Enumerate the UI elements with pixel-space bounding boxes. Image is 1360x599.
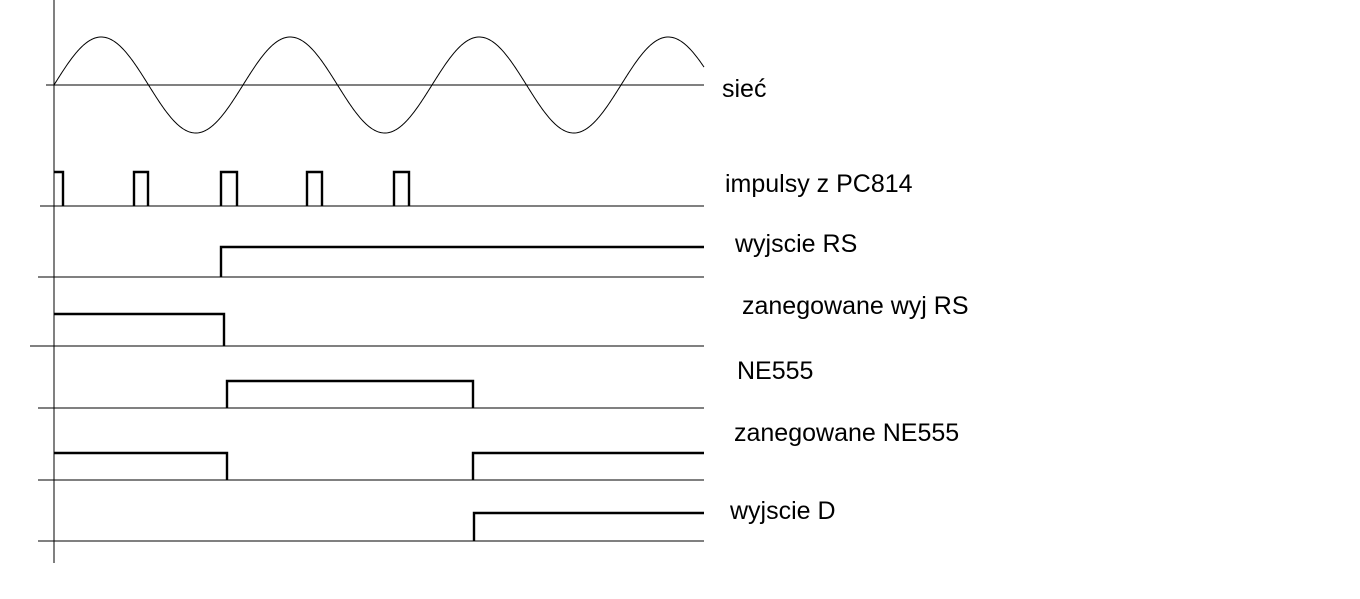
ne555-label: NE555 xyxy=(737,357,813,385)
siec-label: sieć xyxy=(722,75,766,103)
zanegowane-rs-label: zanegowane wyj RS xyxy=(742,292,969,320)
siec-sine-wave xyxy=(53,36,705,134)
zanegowane-ne555-waveform xyxy=(54,451,704,480)
wyjscie-rs-label: wyjscie RS xyxy=(734,230,857,258)
zanegowane-rs-waveform xyxy=(54,312,226,346)
impulsy-pulse-train xyxy=(54,170,411,206)
ne555-waveform xyxy=(225,379,475,408)
impulsy-label: impulsy z PC814 xyxy=(725,170,913,198)
wyjscie-rs-waveform xyxy=(219,245,704,277)
zanegowane-ne555-label: zanegowane NE555 xyxy=(734,419,959,447)
wyjscie-d-waveform xyxy=(472,511,704,541)
wyjscie-d-label: wyjscie D xyxy=(729,497,836,525)
